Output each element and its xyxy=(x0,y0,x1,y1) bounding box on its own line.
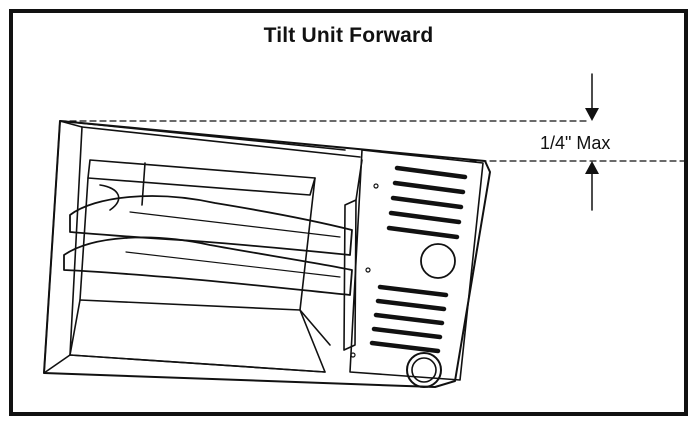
control-knob-icon xyxy=(406,352,442,388)
divider-column xyxy=(343,199,357,351)
back-panel xyxy=(87,159,316,196)
display-window xyxy=(420,243,456,279)
screw-middle xyxy=(365,267,371,273)
dimension-arrow-top xyxy=(585,73,599,121)
dimension-label: 1/4" Max xyxy=(540,133,611,153)
screw-top xyxy=(373,183,379,189)
dimension-arrow-bottom xyxy=(585,161,599,211)
control-panel xyxy=(349,149,484,381)
figure-title: Tilt Unit Forward xyxy=(263,24,434,47)
lower-tray xyxy=(63,236,353,296)
lower-vent-slots xyxy=(369,284,449,354)
cavity-frame xyxy=(43,120,83,374)
screw-bottom xyxy=(350,352,356,358)
cavity-floor xyxy=(69,299,326,373)
upper-vent-slots xyxy=(386,165,468,240)
